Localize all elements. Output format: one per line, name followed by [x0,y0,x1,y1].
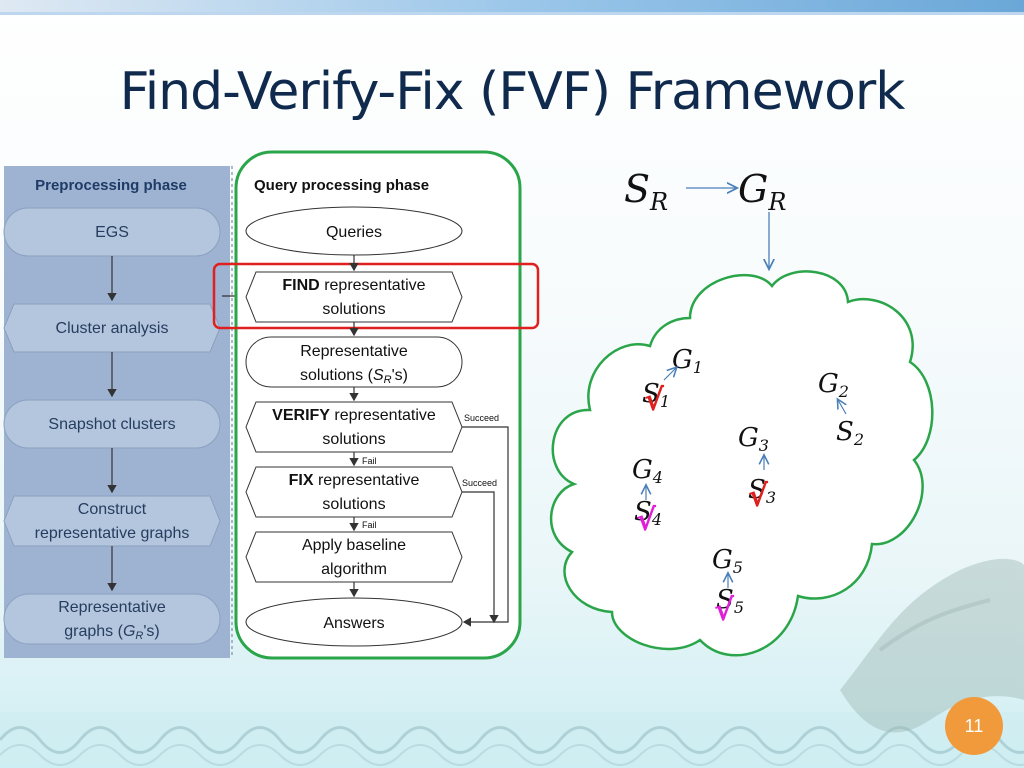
succeed-label-1: Succeed [464,413,499,423]
construct-label-2: representative graphs [35,525,190,542]
sr-label: SR [624,167,668,216]
dragon-decoration [840,558,1024,733]
fail-label-1: Fail [362,456,377,466]
preprocessing-title: Preprocessing phase [35,177,187,194]
egs-label: EGS [95,224,129,241]
construct-box [3,495,221,547]
fix-label-2: solutions [322,496,385,513]
cluster-analysis-box [3,303,221,353]
check-marks: √ √ √ √ [636,383,769,628]
g2-label: G2 [818,369,849,401]
verify-label-1: VERIFY representative [272,407,436,424]
rep-solutions-label-2: solutions (SR's) [300,367,408,386]
rep-graphs-label-2: graphs (GR's) [64,623,160,642]
baseline-label-1: Apply baseline [302,537,406,554]
page-number-badge: 11 [945,697,1003,755]
rep-graphs-box [3,593,221,645]
top-decor-line [0,12,1024,15]
flow-annotations: Succeed Succeed Fail Fail [362,413,499,530]
g3-label: G3 [738,423,769,455]
fix-node [245,466,463,518]
verify-node [245,401,463,453]
check-s5: √ [714,593,735,628]
find-node [245,271,463,323]
check-s3: √ [748,479,769,514]
cluster-analysis-label: Cluster analysis [56,320,169,337]
answers-label: Answers [323,615,384,632]
graph-cloud [549,270,934,657]
check-s1: √ [644,383,665,418]
gr-label: GR [738,167,786,216]
fail-label-2: Fail [362,520,377,530]
cloud-arrows [646,368,846,588]
s4-label: S4 [634,497,662,529]
succeed-label-2: Succeed [462,478,497,488]
s1-label: S1 [642,379,670,411]
snapshot-clusters-label: Snapshot clusters [48,416,175,433]
queries-label: Queries [326,224,382,241]
rep-solutions-label-1: Representative [300,343,408,360]
g5-label: G5 [712,545,743,577]
s3-label: S3 [748,475,776,507]
rep-graphs-label-1: Representative [58,599,166,616]
query-processing-title: Query processing phase [254,177,429,194]
s5-label: S5 [716,585,744,617]
answers-node [245,597,463,647]
wave-decoration [0,712,1024,768]
query-arrows [349,255,509,627]
verify-label-2: solutions [322,431,385,448]
g4-label: G4 [632,455,663,487]
slide-title: Find-Verify-Fix (FVF) Framework [119,62,906,122]
s2-label: S2 [836,417,864,449]
top-decor-bar [0,0,1024,12]
baseline-node [245,531,463,583]
cloud-labels: G1 S1 G2 S2 G3 S3 G4 S4 G5 S5 [632,345,864,617]
check-s4: √ [636,503,657,538]
find-highlight [212,262,540,330]
baseline-label-2: algorithm [321,561,387,578]
construct-label-1: Construct [78,501,147,518]
fix-label-1: FIX representative [289,472,420,489]
find-label-2: solutions [322,301,385,318]
find-label-1: FIND representative [282,277,425,294]
